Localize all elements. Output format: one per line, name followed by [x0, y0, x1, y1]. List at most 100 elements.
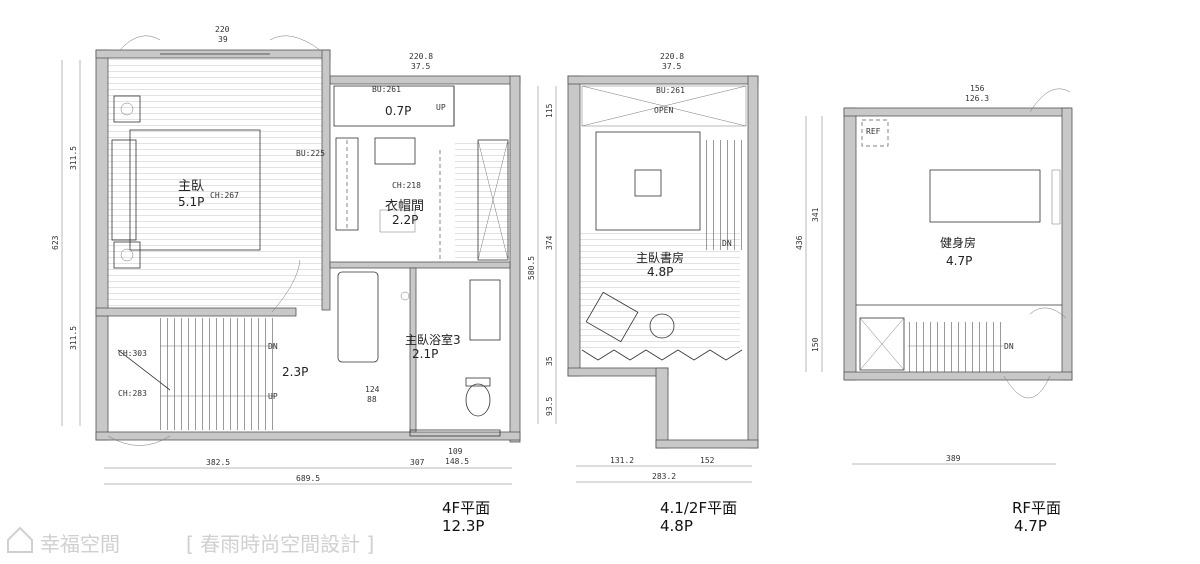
study-wall-right — [747, 75, 759, 449]
watermark-brand: 幸福空間 — [40, 532, 120, 556]
rf-dim-top-b: 126.3 — [965, 94, 989, 103]
master-bedroom-area: 5.1P — [178, 195, 204, 209]
study-wall-bottom — [655, 439, 759, 449]
study-wall-left — [567, 75, 581, 377]
study-dim-top-b: 37.5 — [662, 62, 681, 71]
study-dn: DN — [722, 239, 732, 248]
railing-zigzag — [581, 349, 743, 361]
side-table — [649, 313, 675, 339]
master-bedroom-ceiling: CH:267 — [210, 191, 239, 200]
open-void — [581, 85, 747, 127]
rf-dim-bottom: 389 — [946, 454, 961, 463]
dim-left-upper: 311.5 — [69, 146, 78, 170]
gym-dn: DN — [1004, 342, 1014, 351]
rf-stair-treads — [908, 322, 1004, 372]
study-dim-left-total: 580.5 — [527, 256, 536, 280]
master-bath-name: 主臥浴室3 — [405, 332, 461, 347]
lamp-top — [120, 102, 134, 116]
toilet-tank — [465, 377, 491, 387]
study-wall-bottom-left — [567, 367, 669, 377]
dim-top-right-b: 37.5 — [411, 62, 430, 71]
dim-niche-a: 124 — [365, 385, 380, 394]
dim-top-b: 39 — [218, 35, 228, 44]
rf-wall-bottom — [843, 371, 1073, 381]
rf-wall-top — [843, 107, 1071, 117]
house-logo-icon — [7, 526, 33, 553]
dim-top-a: 220 — [215, 25, 230, 34]
plan-41f-area: 4.8P — [660, 517, 693, 535]
rf-dim-left-upper: 341 — [811, 207, 820, 222]
wardrobe-area: 2.2P — [392, 213, 418, 227]
plan-rf: REF 健身房 4.7P DN 156 126.3 436 341 150 38… — [795, 84, 1073, 535]
study-open: OPEN — [654, 106, 673, 115]
stair-ch-top: CH:303 — [118, 349, 147, 358]
nightstand-bottom — [113, 241, 141, 269]
master-bath-area: 2.1P — [412, 347, 438, 361]
small-room-up: UP — [436, 103, 446, 112]
rf-door-swing-bottom — [1003, 375, 1051, 399]
wardrobe-name: 衣帽間 — [385, 198, 424, 214]
treadmill — [929, 169, 1041, 223]
study-wall-step — [655, 367, 669, 449]
rf-ref-label: REF — [866, 127, 881, 136]
study-dim-bottom-left: 131.2 — [610, 456, 634, 465]
study-dim-left-bottom: 35 — [545, 356, 554, 366]
plan-rf-title: RF平面 — [1012, 499, 1061, 517]
watermark-designer: [ 春雨時尚空間設計 ] — [186, 532, 374, 556]
bathtub — [337, 271, 379, 363]
plan-4f-area: 12.3P — [442, 517, 484, 535]
fridge-box — [861, 119, 889, 147]
vanity — [469, 279, 501, 341]
wall-bath-inner — [409, 267, 417, 433]
toilet — [465, 383, 491, 417]
rf-dim-left-lower: 150 — [811, 337, 820, 352]
study-dim-left-main: 374 — [545, 235, 554, 250]
wall-bath-top — [329, 261, 511, 269]
study-bu: BU:261 — [656, 86, 685, 95]
door-swing-top-left — [119, 35, 161, 51]
bedroom-floor — [108, 58, 330, 310]
study-wall-top — [567, 75, 759, 85]
door-swing-bottom-left — [107, 435, 171, 446]
dim-small-a: 109 — [448, 447, 463, 456]
plan-4f-title: 4F平面 — [442, 499, 490, 517]
wall-shelf — [1051, 169, 1061, 225]
lounge-chair — [585, 291, 639, 343]
stair-ch-bottom: CH:283 — [118, 389, 147, 398]
study-dim-left-lowest: 93.5 — [545, 397, 554, 416]
stair-arrow-diag — [117, 349, 171, 391]
stair-shaft-right — [477, 139, 509, 261]
wardrobe-rail — [335, 137, 416, 231]
dim-bottom-total: 689.5 — [296, 474, 320, 483]
rf-dim-left-total: 436 — [795, 235, 804, 250]
study-dim-bottom-right: 152 — [700, 456, 715, 465]
plan-41f-title: 4.1/2F平面 — [660, 499, 737, 517]
gym-area: 4.7P — [946, 254, 972, 268]
small-room-bu: BU:261 — [372, 85, 401, 94]
stair-treads — [160, 318, 275, 430]
door-swing-bedroom — [271, 259, 301, 313]
rf-wall-right — [1061, 107, 1073, 381]
dim-small-b: 148.5 — [445, 457, 469, 466]
small-room-area: 0.7P — [385, 104, 411, 118]
headboard — [111, 139, 137, 241]
dim-left-lower: 311.5 — [69, 326, 78, 350]
dim-bottom-left: 382.5 — [206, 458, 230, 467]
master-bedroom-name: 主臥 — [178, 179, 204, 194]
bed — [129, 129, 261, 251]
wardrobe-bu: BU:225 — [296, 149, 325, 158]
rf-wall-left — [843, 107, 857, 381]
stair-dn: DN — [268, 342, 278, 351]
wall-top-right — [329, 75, 521, 85]
wall-divider-vertical — [321, 49, 331, 311]
door-swing-top-right — [269, 35, 321, 51]
rf-shaft — [859, 317, 905, 371]
wall-bedroom-bottom — [95, 307, 297, 317]
wardrobe-ceiling: CH:218 — [392, 181, 421, 190]
stair-shaft-cross-2 — [477, 139, 509, 261]
lamp-bottom — [120, 248, 134, 262]
plan-4f: 主臥 5.1P CH:267 衣帽間 2.2P CH:218 BU:225 0.… — [51, 25, 521, 535]
watermark: 幸福空間 [ 春雨時尚空間設計 ] — [7, 526, 374, 556]
dim-top-right-a: 220.8 — [409, 52, 433, 61]
